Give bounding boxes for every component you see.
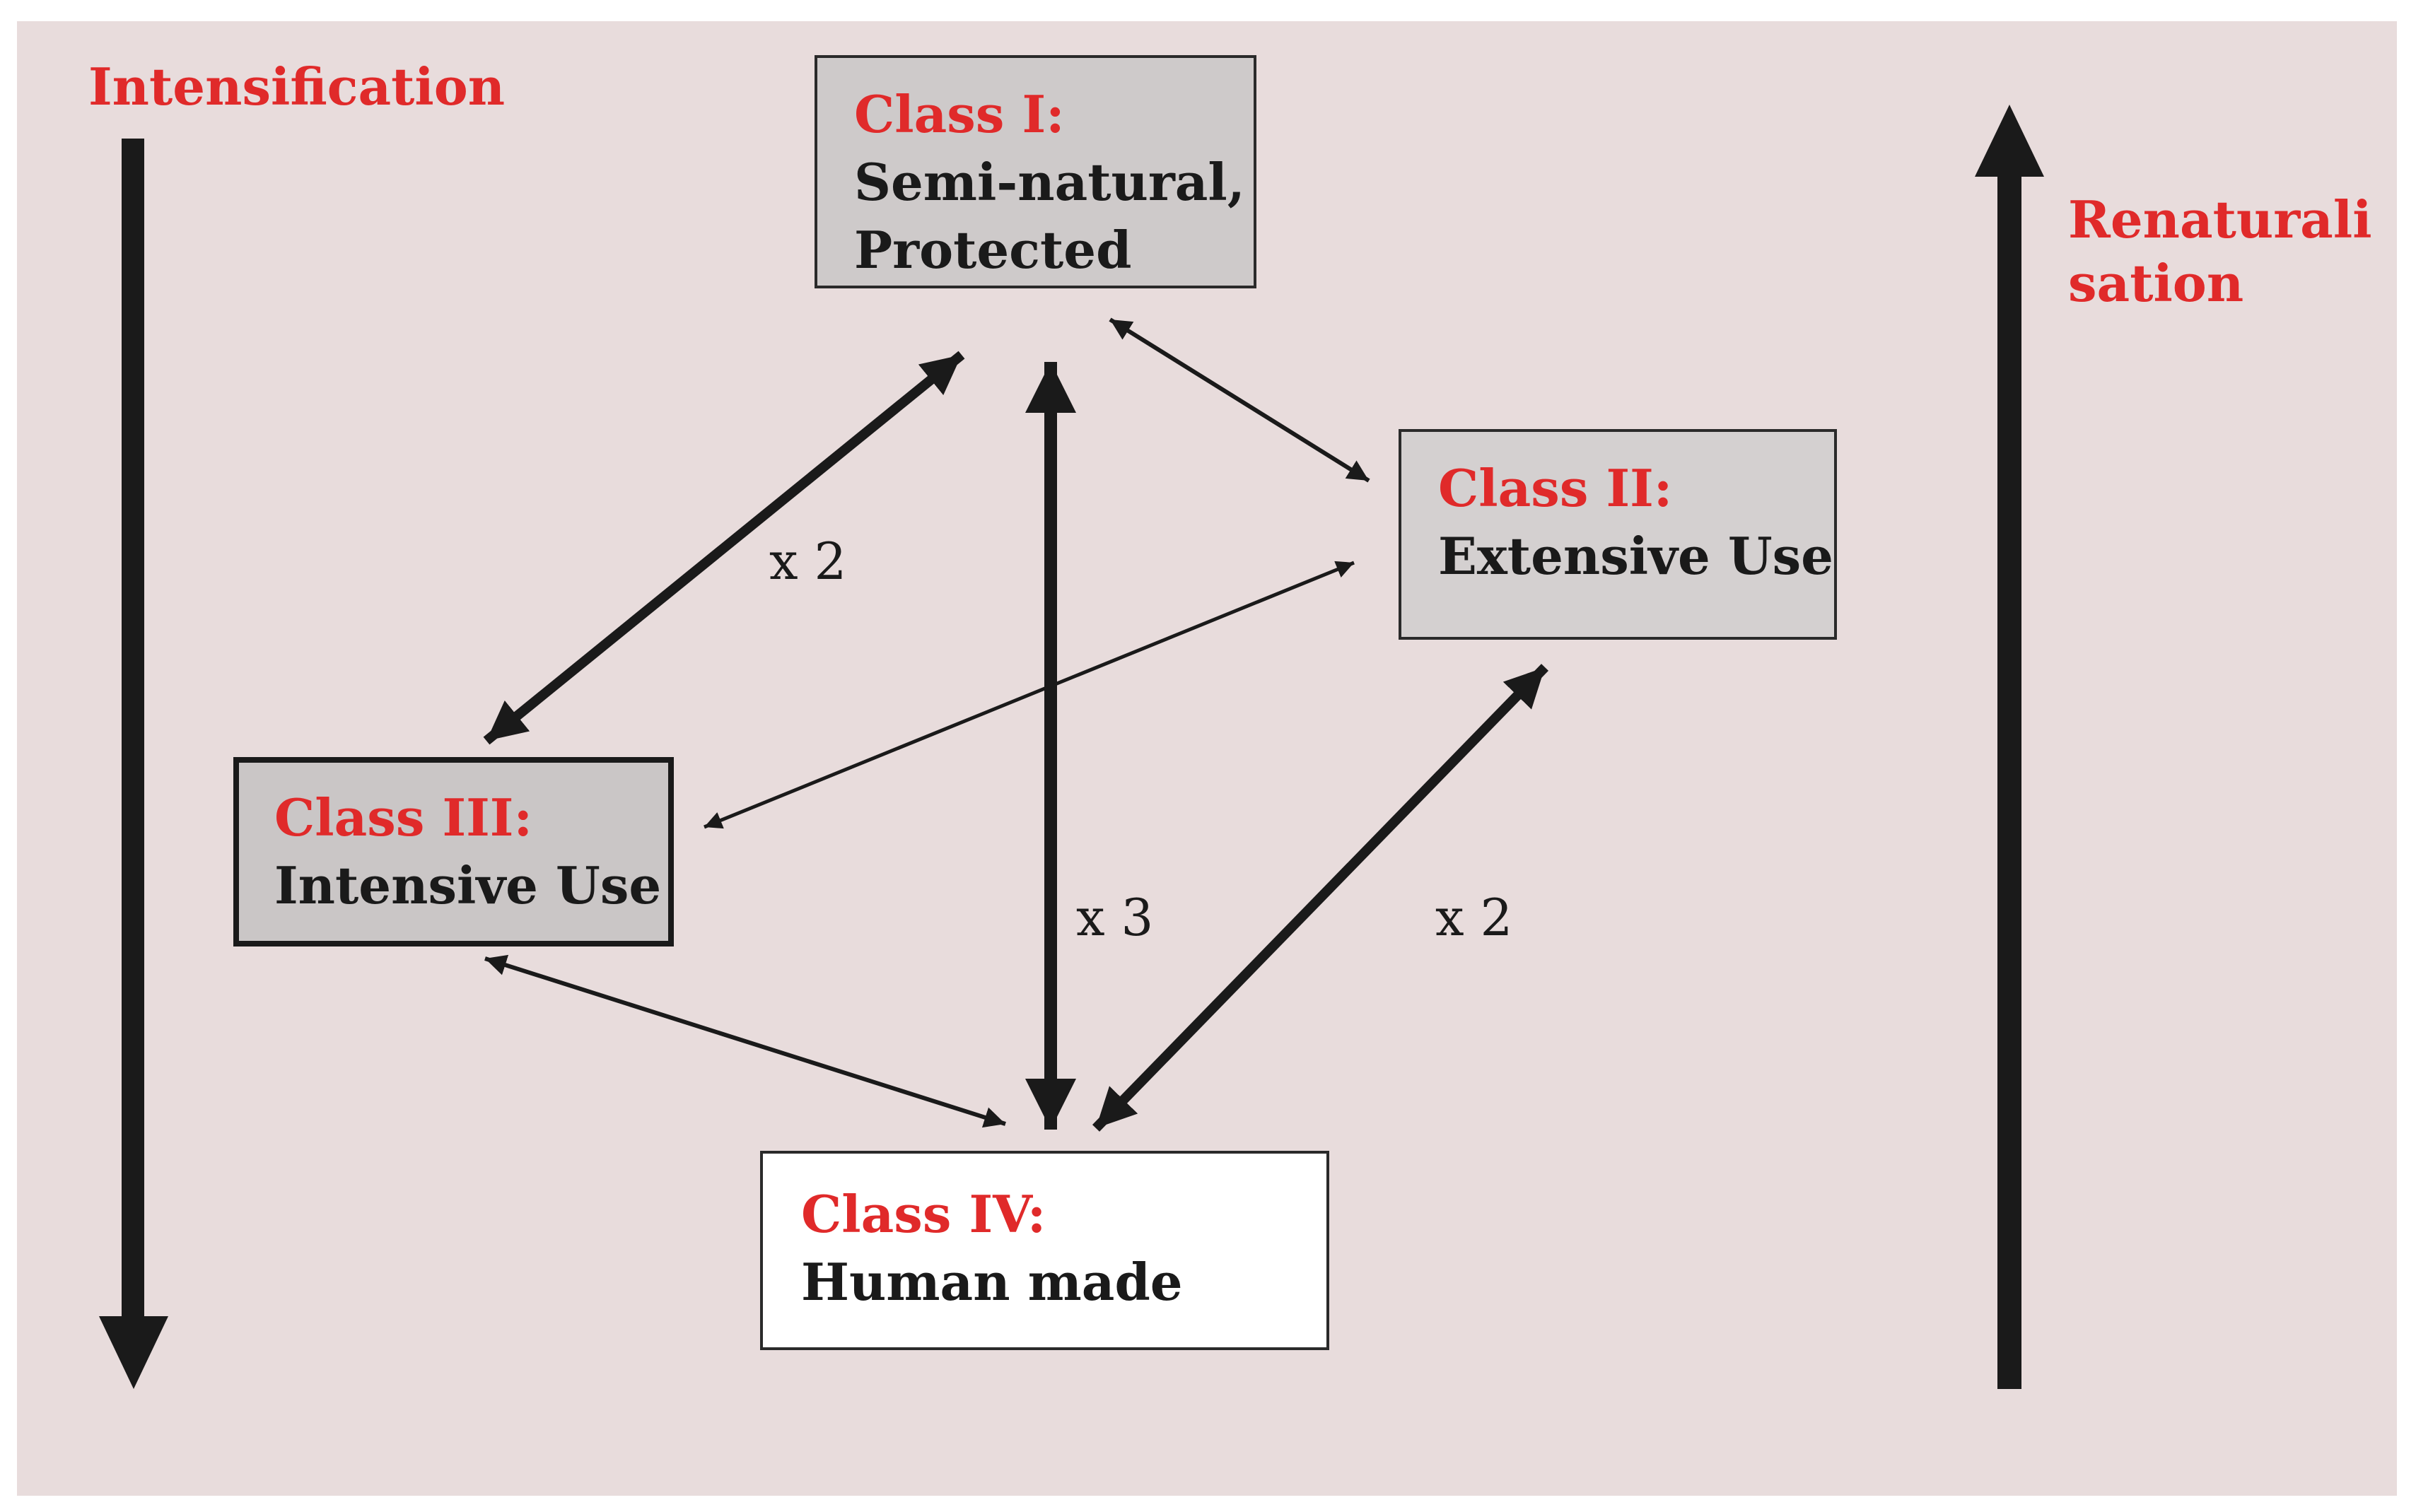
- renaturalisation-label: Renaturali sation: [2068, 188, 2372, 315]
- multiplier-class-i-class-iv: x 3: [1076, 888, 1154, 947]
- arrow-class-iii-class-iv: [484, 954, 1006, 1128]
- intensification-arrow: [99, 139, 168, 1389]
- renaturalisation-arrow: [1975, 105, 2044, 1389]
- arrow-class-ii-class-iii: [704, 561, 1355, 829]
- class-i-box: Class I: Semi-natural, Protected: [815, 55, 1256, 288]
- class-i-title: Class I:: [854, 84, 1065, 144]
- class-iii-box: Class III: Intensive Use: [233, 757, 674, 947]
- class-iv-desc: Human made: [801, 1252, 1183, 1312]
- renaturalisation-text-line2: sation: [2068, 253, 2244, 313]
- multiplier-class-ii-class-iv: x 2: [1435, 888, 1513, 947]
- class-i-desc-line2: Protected: [854, 220, 1132, 280]
- intensification-label: Intensification: [88, 55, 505, 119]
- class-iv-box: Class IV: Human made: [760, 1151, 1329, 1350]
- class-ii-box: Class II: Extensive Use: [1399, 429, 1837, 640]
- renaturalisation-text-line1: Renaturali: [2068, 189, 2372, 250]
- multiplier-class-i-class-iii: x 2: [769, 532, 847, 591]
- class-i-desc-line1: Semi-natural,: [854, 152, 1245, 212]
- arrow-class-i-class-iii: [483, 351, 965, 745]
- class-iii-title: Class III:: [274, 787, 533, 848]
- class-ii-desc: Extensive Use: [1438, 526, 1833, 586]
- class-iv-title: Class IV:: [801, 1184, 1046, 1244]
- arrow-class-i-class-ii: [1109, 317, 1370, 483]
- class-ii-title: Class II:: [1438, 458, 1673, 518]
- arrow-class-ii-class-iv: [1092, 664, 1549, 1132]
- class-iii-desc: Intensive Use: [274, 855, 662, 915]
- intensification-text: Intensification: [88, 57, 506, 117]
